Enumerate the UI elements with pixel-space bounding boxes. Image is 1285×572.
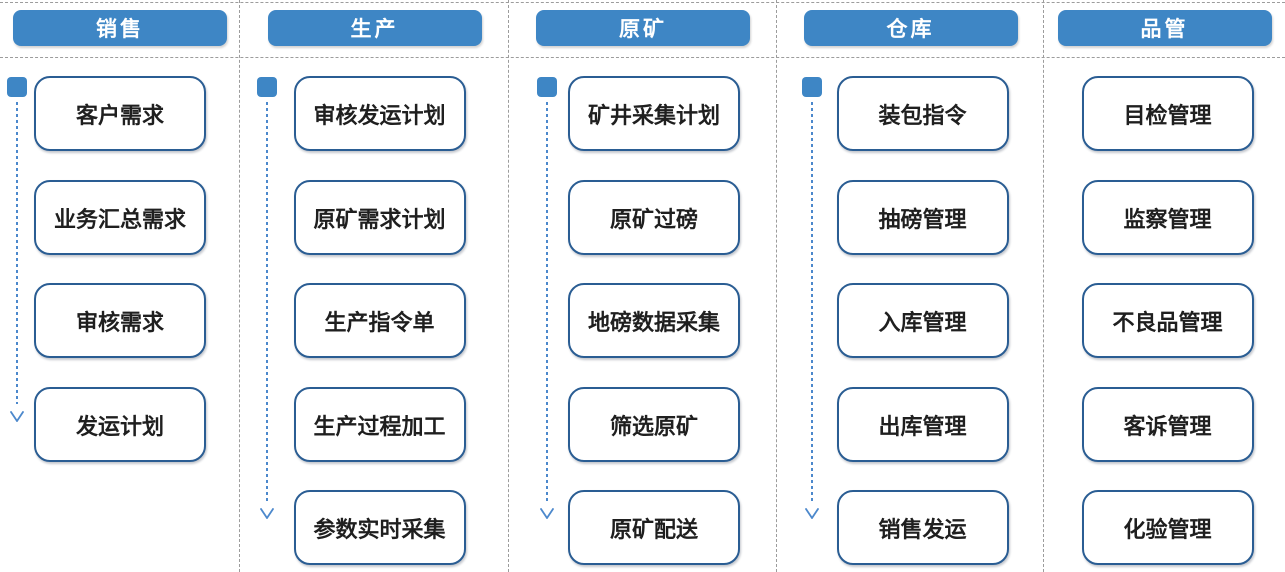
flow-node: 审核发运计划	[293, 76, 466, 151]
down-arrow-icon	[257, 77, 277, 519]
flow-node: 入库管理	[836, 283, 1009, 358]
flow-start-marker	[802, 77, 822, 97]
flow-node: 原矿需求计划	[293, 180, 466, 255]
flow-node: 不良品管理	[1081, 283, 1254, 358]
swimlane-production: 生产 审核发运计划 原矿需求计划 生产指令单 生产过程加工 参数实时采集	[240, 0, 509, 572]
lane-divider-2	[508, 0, 509, 572]
flow-start-marker	[537, 77, 557, 97]
down-arrow-icon	[537, 77, 557, 519]
flow-node: 矿井采集计划	[568, 76, 740, 151]
swimlane-quality: 品管 目检管理 监察管理 不良品管理 客诉管理 化验管理	[1044, 0, 1285, 572]
lane-header-sales: 销售	[13, 10, 227, 46]
flow-node: 目检管理	[1081, 76, 1254, 151]
flow-node: 地磅数据采集	[568, 283, 740, 358]
flow-node: 参数实时采集	[293, 490, 466, 565]
flow-node: 监察管理	[1081, 180, 1254, 255]
down-arrow-icon	[802, 77, 822, 519]
flow-node: 审核需求	[34, 283, 206, 358]
flow-node: 装包指令	[836, 76, 1009, 151]
flow-start-marker	[257, 77, 277, 97]
flow-start-marker	[7, 77, 27, 97]
lane-divider-1	[239, 0, 240, 572]
lane-header-quality: 品管	[1057, 10, 1272, 46]
flow-node: 客诉管理	[1081, 387, 1254, 462]
top-dashed-divider	[0, 2, 1285, 3]
flow-node: 原矿过磅	[568, 180, 740, 255]
lane-header-raw-ore: 原矿	[536, 10, 750, 46]
flow-node: 抽磅管理	[836, 180, 1009, 255]
flow-node: 原矿配送	[568, 490, 740, 565]
flow-node: 销售发运	[836, 490, 1009, 565]
lane-divider-3	[776, 0, 777, 572]
header-dashed-divider	[0, 57, 1285, 58]
swimlane-sales: 销售 客户需求 业务汇总需求 审核需求 发运计划	[0, 0, 240, 572]
down-arrow-icon	[7, 77, 27, 422]
flow-node: 筛选原矿	[568, 387, 740, 462]
flow-node: 出库管理	[836, 387, 1009, 462]
swimlane-raw-ore: 原矿 矿井采集计划 原矿过磅 地磅数据采集 筛选原矿 原矿配送	[509, 0, 777, 572]
lane-header-production: 生产	[267, 10, 482, 46]
flow-node: 客户需求	[34, 76, 206, 151]
lane-header-warehouse: 仓库	[803, 10, 1018, 46]
flow-node: 生产指令单	[293, 283, 466, 358]
flow-node: 化验管理	[1081, 490, 1254, 565]
lane-divider-4	[1043, 0, 1044, 572]
swimlane-warehouse: 仓库 装包指令 抽磅管理 入库管理 出库管理 销售发运	[777, 0, 1044, 572]
flow-node: 发运计划	[34, 387, 206, 462]
flow-node: 生产过程加工	[293, 387, 466, 462]
flow-node: 业务汇总需求	[34, 180, 206, 255]
